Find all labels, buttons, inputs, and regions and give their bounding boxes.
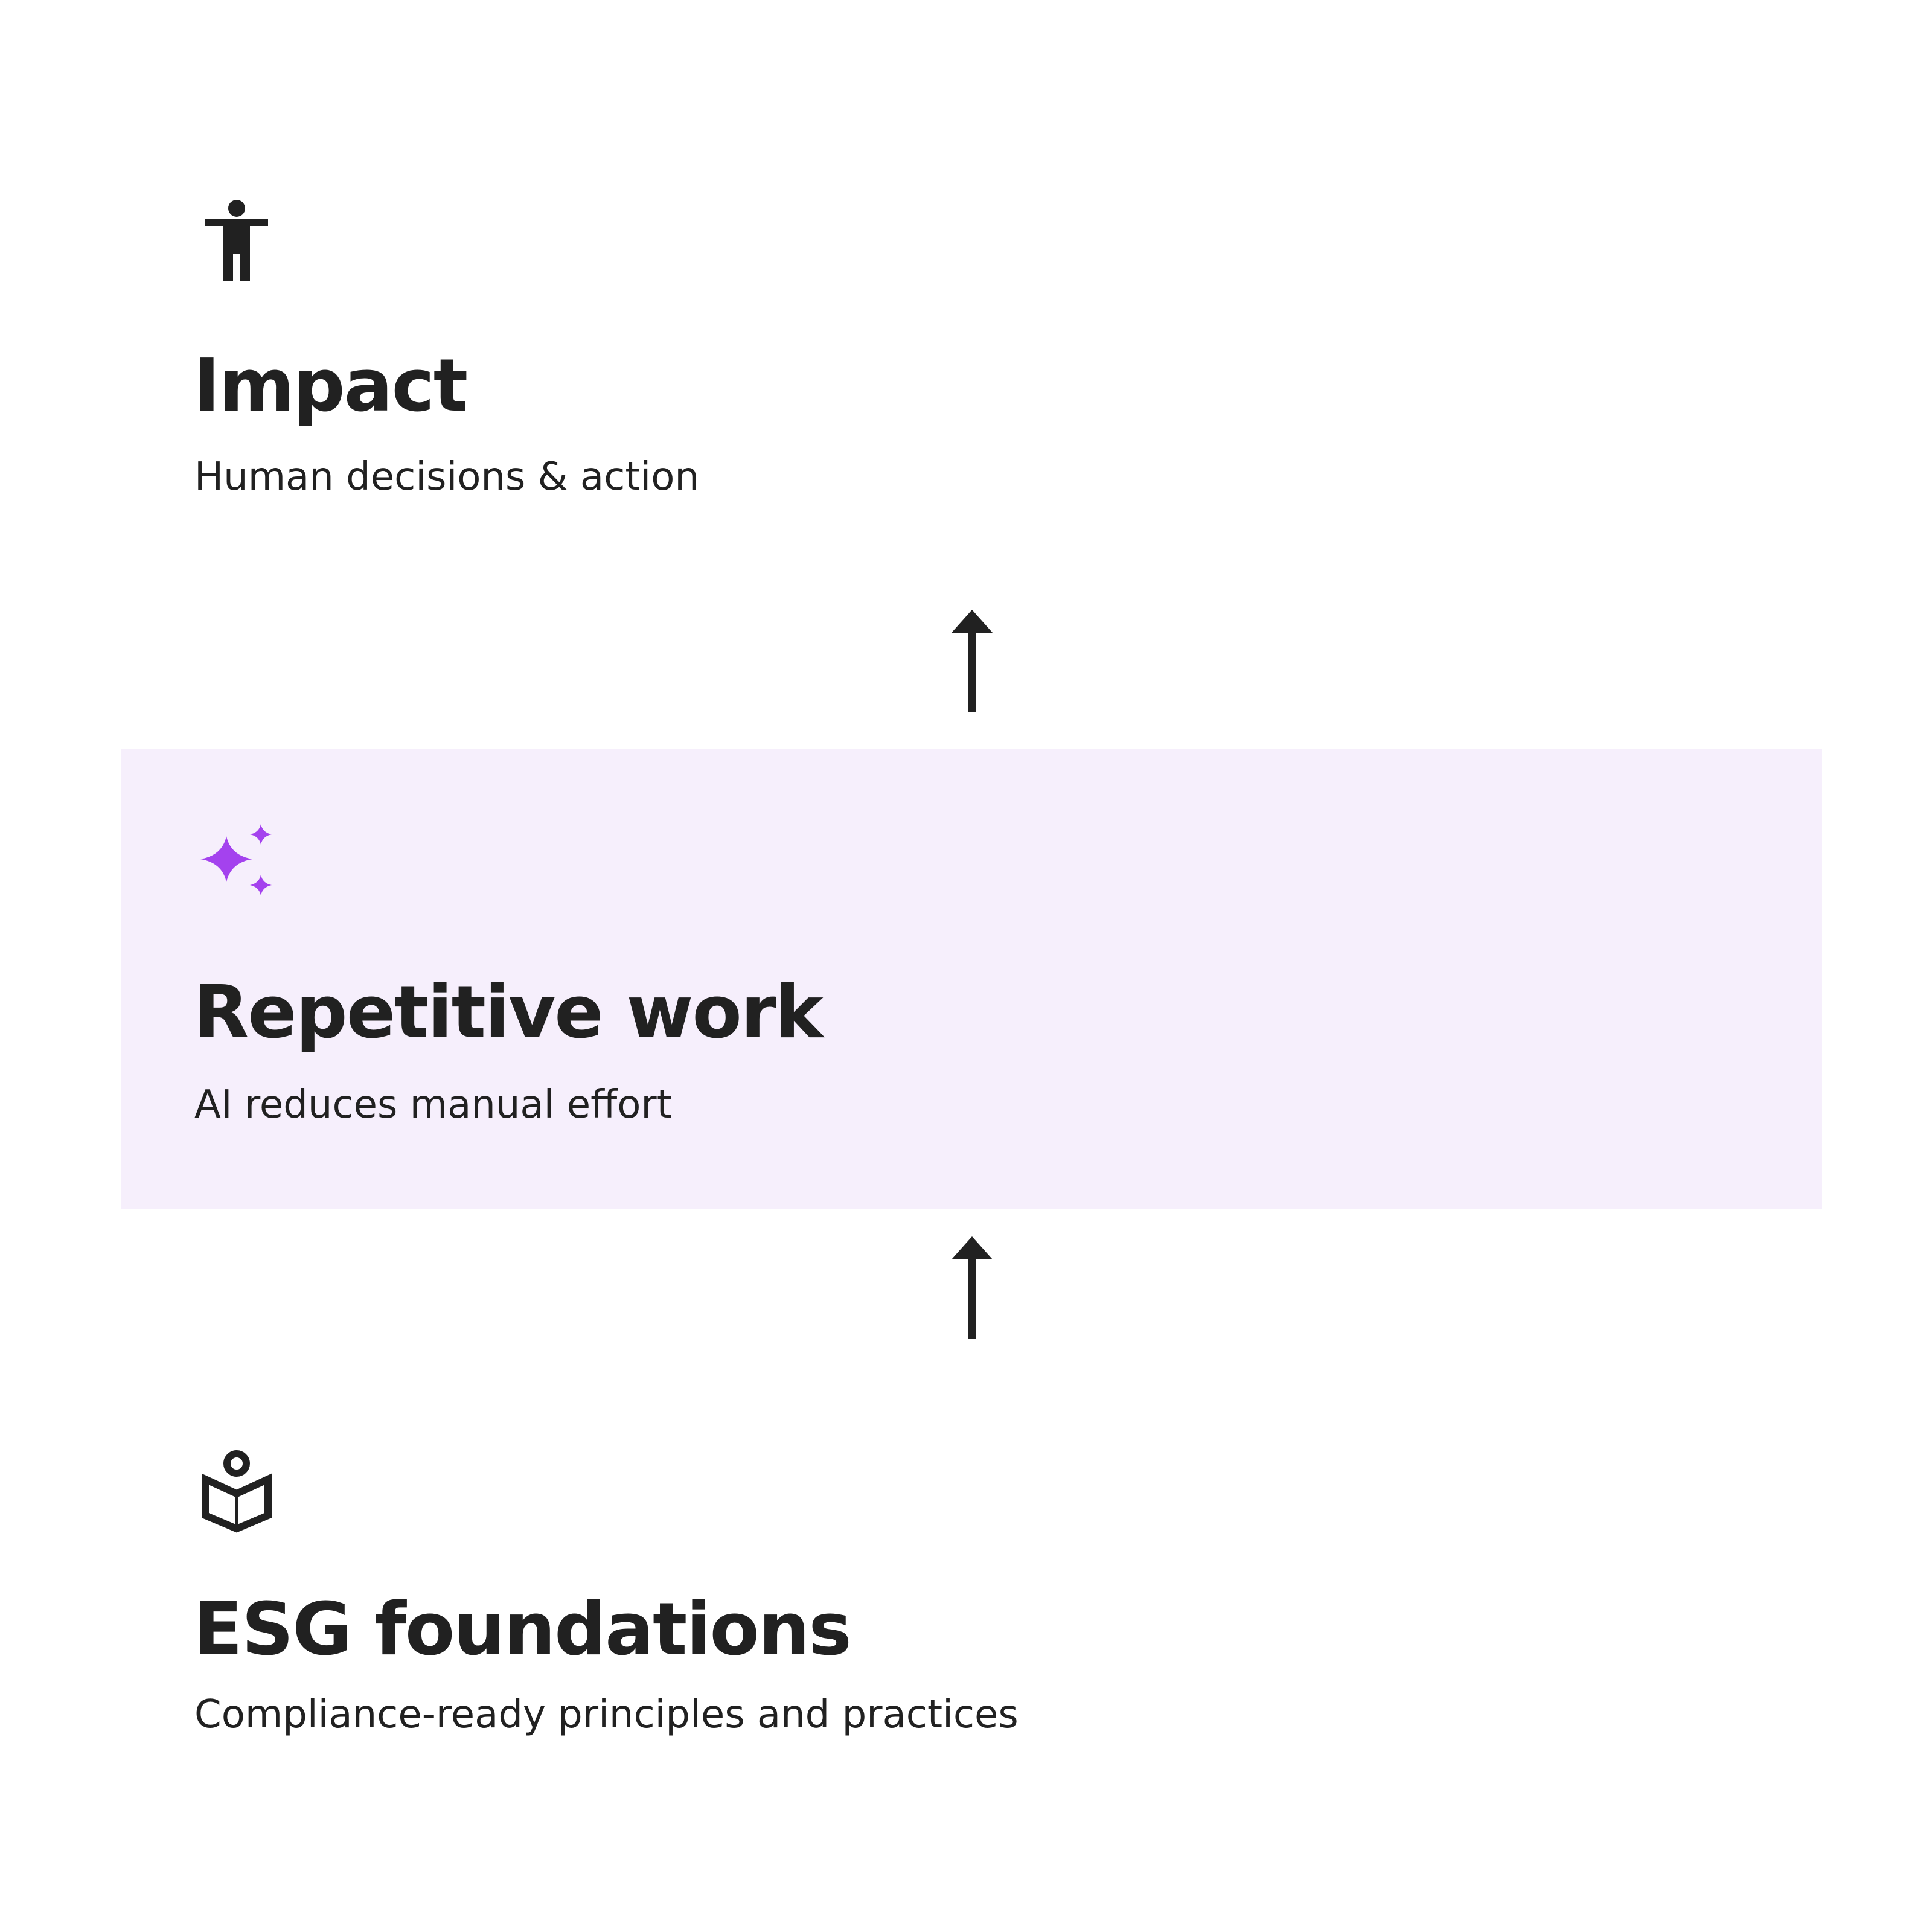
layer-title-impact: Impact bbox=[193, 344, 468, 428]
sparkles-icon bbox=[193, 818, 284, 909]
layer-subtitle-repetitive-work: AI reduces manual effort bbox=[194, 1083, 672, 1127]
reader-book-icon bbox=[193, 1443, 284, 1534]
layer-title-repetitive-work: Repetitive work bbox=[193, 971, 824, 1055]
arrow-up-icon bbox=[942, 1236, 1002, 1339]
person-accessibility-icon bbox=[193, 193, 284, 284]
layer-subtitle-impact: Human decisions & action bbox=[194, 455, 699, 499]
layer-title-esg-foundations: ESG foundations bbox=[193, 1588, 852, 1672]
highlighted-layer-band bbox=[121, 749, 1822, 1209]
layer-subtitle-esg-foundations: Compliance-ready principles and practice… bbox=[194, 1692, 1019, 1737]
arrow-up-icon bbox=[942, 610, 1002, 712]
